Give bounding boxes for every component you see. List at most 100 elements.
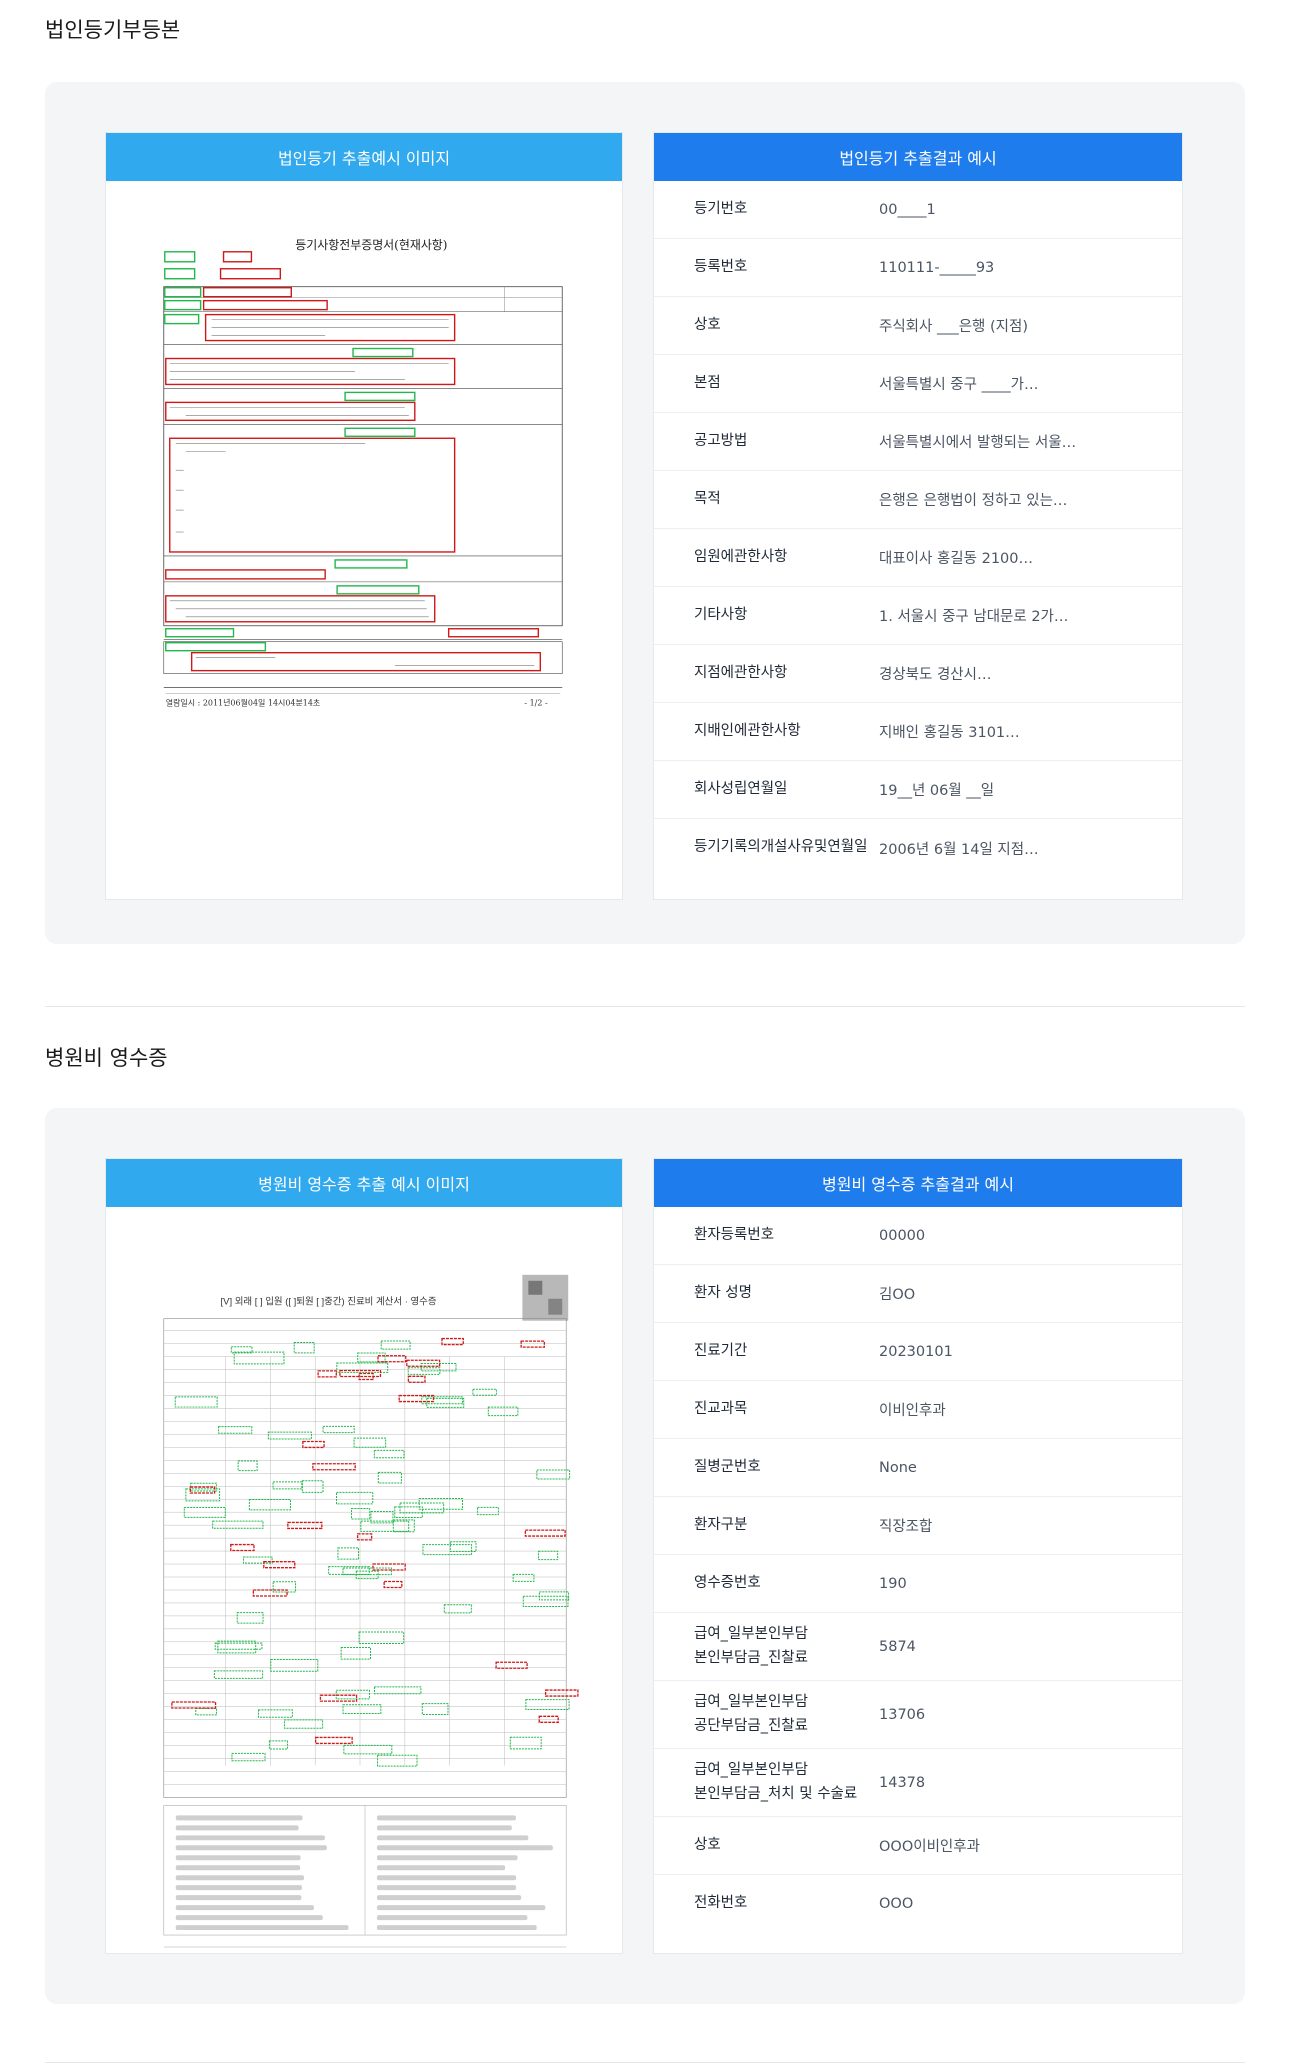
corporate-registry-panel: 법인등기 추출예시 이미지 등기사항전부증명서(현재사항)	[45, 82, 1245, 944]
result-field-key: 환자구분	[654, 1514, 879, 1537]
image-card-title: 법인등기 추출예시 이미지	[106, 133, 622, 181]
result-field-key-line: 급여_일부본인부담	[694, 1626, 808, 1643]
result-field-key: 회사성립연월일	[654, 778, 879, 801]
result-field-key-line: 환자구분	[694, 1516, 748, 1533]
result-field-row: 지점에관한사항 경상북도 경산시…	[654, 645, 1182, 703]
result-field-key: 등록번호	[654, 256, 879, 279]
result-field-key-line: 등기번호	[694, 200, 748, 217]
result-field-key-line: 공고방법	[694, 432, 748, 449]
result-field-key: 지점에관한사항	[654, 662, 879, 685]
result-field-row: 등기번호 00____1	[654, 181, 1182, 239]
hospital-receipt-document-image: [V] 외래 [ ] 입원 ([ ]퇴원 [ ]중간) 진료비 계산서 · 영수…	[106, 1207, 622, 1953]
result-field-key: 기타사항	[654, 604, 879, 627]
receipt-doc-heading: [V] 외래 [ ] 입원 ([ ]퇴원 [ ]중간) 진료비 계산서 · 영수…	[221, 1296, 437, 1308]
result-field-row: 질병군번호 None	[654, 1439, 1182, 1497]
registry-doc-footer-left: 열람일시 : 2011년06월04일 14시04분14초	[166, 698, 320, 708]
result-field-row: 공고방법 서울특별시에서 발행되는 서울…	[654, 413, 1182, 471]
result-field-row: 회사성립연월일 19__년 06월 __일	[654, 761, 1182, 819]
result-field-key-line: 상호	[694, 316, 721, 333]
result-field-value: 직장조합	[879, 1519, 933, 1535]
result-field-key-line: 진료기간	[694, 1342, 748, 1359]
result-field-value: 110111-_____93	[879, 259, 995, 276]
result-field-key-line: 지점에관한사항	[694, 664, 788, 681]
registry-doc-footer-right: - 1/2 -	[524, 699, 548, 708]
result-field-row: 목적 은행은 은행법이 정하고 있는…	[654, 471, 1182, 529]
result-field-key-line: 전화번호	[694, 1895, 748, 1912]
result-field-key: 질병군번호	[654, 1456, 879, 1479]
result-field-key: 공고방법	[654, 430, 879, 453]
result-field-key: 등기번호	[654, 198, 879, 221]
result-field-key-line: 환자 성명	[694, 1284, 752, 1301]
result-field-key: 전화번호	[654, 1892, 879, 1915]
result-field-row: 등록번호 110111-_____93	[654, 239, 1182, 297]
result-field-value: 1. 서울시 중구 남대문로 2가…	[879, 609, 1069, 625]
result-field-row: 영수증번호 190	[654, 1555, 1182, 1613]
result-field-value: 지배인 홍길동 3101…	[879, 725, 1020, 741]
result-field-key-line: 등기기록의개설사유및연월일	[694, 839, 868, 856]
result-field-value: 경상북도 경산시…	[879, 667, 992, 683]
hospital-receipt-panel: 병원비 영수증 추출 예시 이미지 [V] 외래 [ ] 입원 ([ ]퇴원 […	[45, 1108, 1245, 2004]
result-field-row: 상호 주식회사 ___은행 (지점)	[654, 297, 1182, 355]
result-field-value: 서울특별시 중구 ____가…	[879, 377, 1039, 393]
section-title-hospital-receipt: 병원비 영수증	[45, 1046, 168, 1070]
result-field-value: 190	[879, 1575, 907, 1592]
result-field-key: 임원에관한사항	[654, 546, 879, 569]
result-field-value: 김OO	[879, 1287, 916, 1303]
result-field-key-line: 공단부담금_진찰료	[694, 1717, 808, 1734]
result-field-key: 영수증번호	[654, 1572, 879, 1595]
section-title-corporate-registry: 법인등기부등본	[45, 18, 181, 42]
image-card-title: 병원비 영수증 추출 예시 이미지	[106, 1159, 622, 1207]
result-card-title: 병원비 영수증 추출결과 예시	[654, 1159, 1182, 1207]
result-field-key-line: 목적	[694, 490, 721, 507]
result-field-key-line: 영수증번호	[694, 1574, 761, 1591]
section-divider-bottom	[45, 2062, 1245, 2063]
result-field-value: 14378	[879, 1774, 926, 1791]
result-field-key-line: 급여_일부본인부담	[694, 1694, 808, 1711]
result-field-key: 지배인에관한사항	[654, 720, 879, 743]
result-field-value: 13706	[879, 1706, 926, 1723]
result-field-key-line: 등록번호	[694, 258, 748, 275]
hospital-receipt-image-card: 병원비 영수증 추출 예시 이미지 [V] 외래 [ ] 입원 ([ ]퇴원 […	[105, 1158, 623, 1954]
result-field-value: 서울특별시에서 발행되는 서울…	[879, 435, 1077, 451]
result-field-key-line: 질병군번호	[694, 1458, 761, 1475]
result-field-value: None	[879, 1459, 917, 1476]
result-field-key: 상호	[654, 314, 879, 337]
result-field-key: 등기기록의개설사유및연월일	[654, 836, 879, 859]
result-field-key: 환자등록번호	[654, 1224, 879, 1247]
result-field-key: 진교과목	[654, 1398, 879, 1421]
result-field-key-line: 회사성립연월일	[694, 780, 788, 797]
result-field-value: 19__년 06월 __일	[879, 783, 995, 799]
result-field-key-line: 임원에관한사항	[694, 548, 788, 565]
result-field-value: 20230101	[879, 1343, 953, 1360]
receipt-document-svg: [V] 외래 [ ] 입원 ([ ]퇴원 [ ]중간) 진료비 계산서 · 영수…	[163, 1274, 579, 1948]
result-field-value: 은행은 은행법이 정하고 있는…	[879, 493, 1068, 509]
corporate-registry-result-card: 법인등기 추출결과 예시 등기번호 00____1 등록번호 110111-_____…	[653, 132, 1183, 900]
result-field-row: 환자구분 직장조합	[654, 1497, 1182, 1555]
result-field-value: 주식회사 ___은행 (지점)	[879, 319, 1029, 335]
registry-document-svg: 등기사항전부증명서(현재사항)	[163, 238, 563, 708]
result-field-key-line: 본인부담금_진찰료	[694, 1649, 808, 1666]
result-card-title: 법인등기 추출결과 예시	[654, 133, 1182, 181]
result-field-value: 00____1	[879, 201, 936, 218]
result-field-key-line: 본인부담금_처치 및 수술료	[694, 1785, 858, 1802]
result-field-list: 등기번호 00____1 등록번호 110111-_____93 상호 주식회사 ___은…	[654, 181, 1182, 877]
corporate-registry-image-card: 법인등기 추출예시 이미지 등기사항전부증명서(현재사항)	[105, 132, 623, 900]
result-field-key-line: 급여_일부본인부담	[694, 1762, 808, 1779]
corporate-registry-document-image: 등기사항전부증명서(현재사항)	[106, 181, 622, 899]
result-field-key: 진료기간	[654, 1340, 879, 1363]
result-field-key-line: 상호	[694, 1836, 721, 1853]
